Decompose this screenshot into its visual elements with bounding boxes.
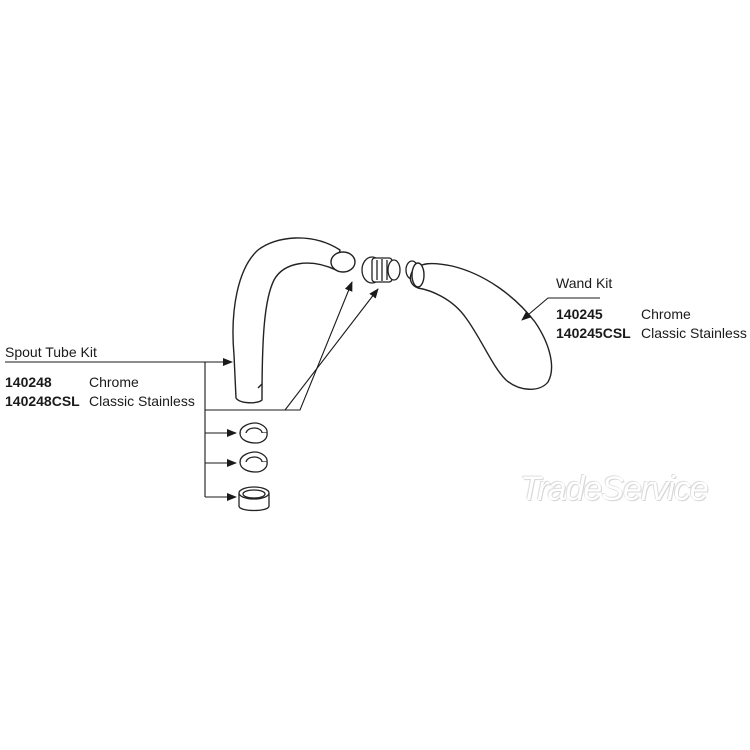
o-ring <box>330 251 356 273</box>
hose-connector <box>361 256 401 284</box>
wand <box>409 262 553 390</box>
wand-kit-title: Wand Kit <box>556 275 613 291</box>
retaining-clip-1 <box>239 422 268 444</box>
spout-kit-code-chrome: 140248 <box>5 374 52 390</box>
spout-kit-code-stainless: 140248CSL <box>5 393 80 409</box>
wand-kit-finish-stainless: Classic Stainless <box>641 325 747 341</box>
retaining-clip-2 <box>239 451 268 473</box>
spout-kit-finish-chrome: Chrome <box>89 374 139 390</box>
spout-tube <box>232 237 341 404</box>
spout-kit-title: Spout Tube Kit <box>5 344 97 360</box>
wand-kit-code-chrome: 140245 <box>556 306 603 322</box>
wand-kit-leader <box>521 297 600 321</box>
wand-kit-finish-chrome: Chrome <box>641 306 691 322</box>
bushing <box>238 486 270 512</box>
watermark: TradeService <box>520 470 709 508</box>
spout-kit-leaders <box>5 281 379 501</box>
wand-kit-code-stainless: 140245CSL <box>556 325 631 341</box>
spout-kit-finish-stainless: Classic Stainless <box>89 393 195 409</box>
